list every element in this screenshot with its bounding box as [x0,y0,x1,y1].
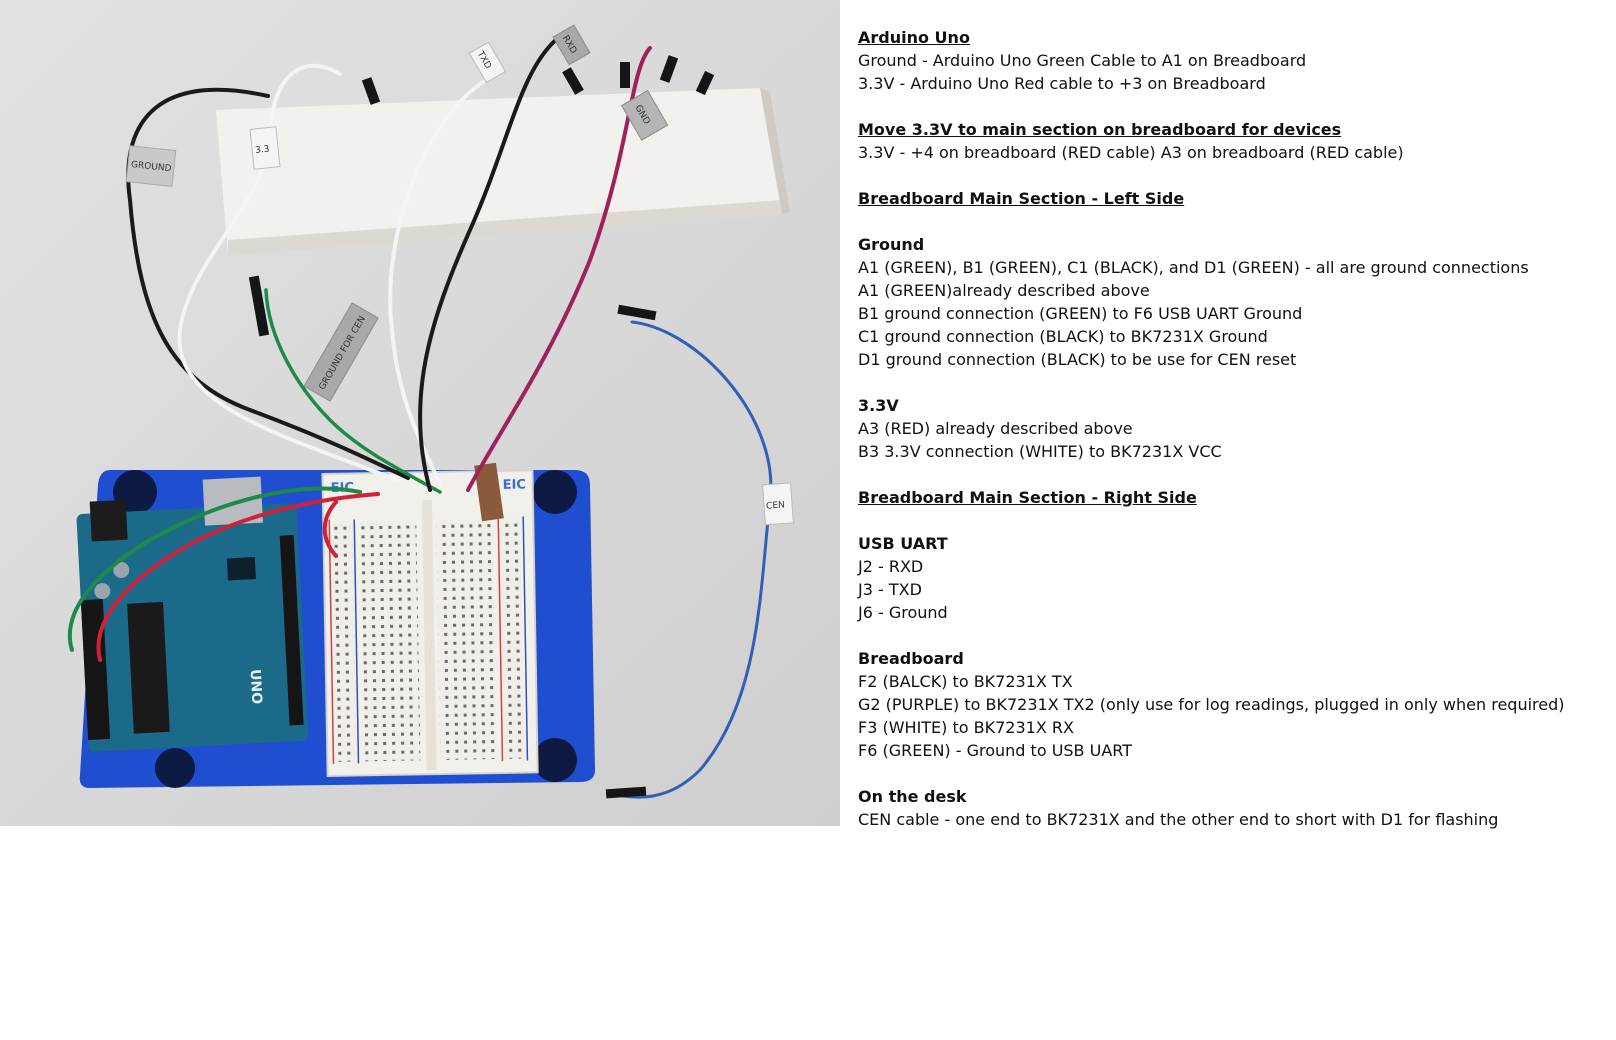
red-wire-arduino-3v3 [96,492,380,662]
wires [68,36,773,799]
blank-line [858,371,1588,394]
section-heading: Breadboard Main Section - Left Side [858,189,1185,208]
blank-line [858,762,1588,785]
green-wire-ground-for-cen [264,288,442,494]
white-wire-rx [388,76,492,486]
blank-line [858,164,1588,187]
blank-line [858,463,1588,486]
dupont-connectors [248,55,715,799]
note-line: J2 - RXD [858,557,924,576]
note-line: A3 (RED) already described above [858,419,1133,438]
note-line: 3.3V - Arduino Uno Red cable to +3 on Br… [858,74,1266,93]
blank-line [858,624,1588,647]
section-heading: Breadboard [858,649,964,668]
note-line: A1 (GREEN), B1 (GREEN), C1 (BLACK), and … [858,258,1529,277]
tag-cen: CEN [766,500,785,511]
section-heading: Move 3.3V to main section on breadboard … [858,120,1342,139]
arduino-uno-board: UNO [76,476,309,752]
note-line: J3 - TXD [858,580,922,599]
blue-wire-cen [610,320,773,799]
microcontroller-chip [127,601,170,734]
purple-wire-tx2 [466,46,652,492]
white-wire-3v3 [177,63,398,482]
tag-ground: GROUND [130,160,171,174]
wiring-photo: UNO EIC EIC [0,0,840,826]
black-wire-ground [126,87,410,480]
breadboard: EIC EIC [321,469,539,778]
section-heading: Ground [858,235,925,254]
board-label: UNO [247,669,265,705]
note-line: F6 (GREEN) - Ground to USB UART [858,741,1132,760]
note-line: F2 (BALCK) to BK7231X TX [858,672,1073,691]
section-heading: On the desk [858,787,967,806]
note-line: B3 3.3V connection (WHITE) to BK7231X VC… [858,442,1222,461]
section-heading: USB UART [858,534,948,553]
brand-label-right: EIC [503,477,527,492]
section-heading: Breadboard Main Section - Right Side [858,488,1197,507]
cable-tags: GROUND 3.3 GROUND FOR CEN CEN TXD RXD GN… [125,24,794,526]
blank-line [858,509,1588,532]
black-wire-tx [418,36,560,492]
usb-uart-module [474,462,504,522]
note-line: B1 ground connection (GREEN) to F6 USB U… [858,304,1303,323]
note-line: F3 (WHITE) to BK7231X RX [858,718,1074,737]
note-line: CEN cable - one end to BK7231X and the o… [858,810,1499,829]
red-wire-rail-jumper [322,500,338,558]
note-line: C1 ground connection (BLACK) to BK7231X … [858,327,1268,346]
power-jack [89,499,128,542]
tag-3v3: 3.3 [255,145,270,156]
blank-line [858,95,1588,118]
section-heading: Arduino Uno [858,28,970,47]
note-line: 3.3V - +4 on breadboard (RED cable) A3 o… [858,143,1404,162]
note-line: A1 (GREEN)already described above [858,281,1150,300]
note-line: D1 ground connection (BLACK) to be use f… [858,350,1297,369]
section-heading: 3.3V [858,396,899,415]
green-wire-arduino-ground [68,486,362,652]
note-line: Ground - Arduino Uno Green Cable to A1 o… [858,51,1307,70]
usb-port [202,476,263,526]
note-line: J6 - Ground [858,603,948,622]
blank-line [858,210,1588,233]
note-line: G2 (PURPLE) to BK7231X TX2 (only use for… [858,695,1565,714]
